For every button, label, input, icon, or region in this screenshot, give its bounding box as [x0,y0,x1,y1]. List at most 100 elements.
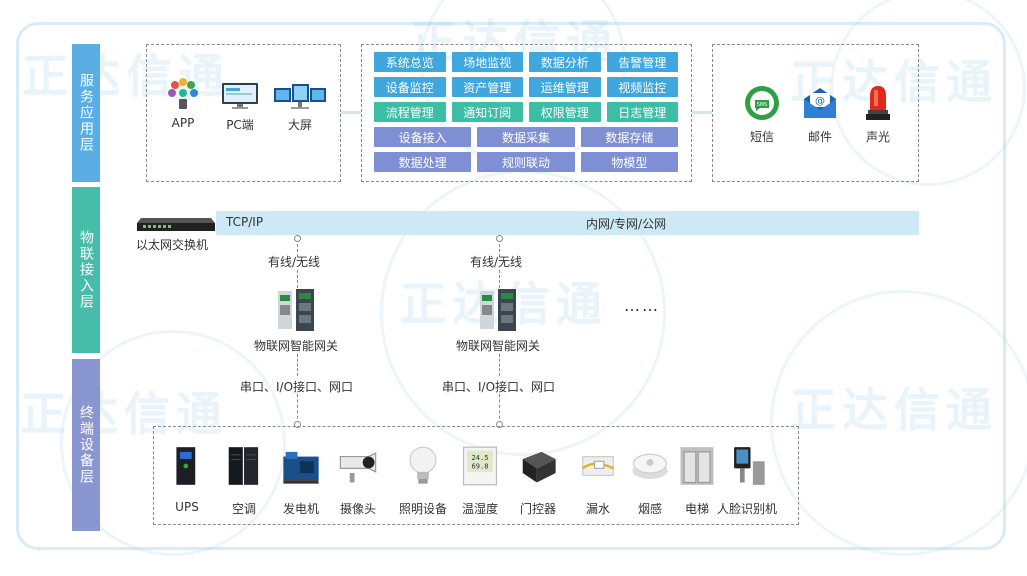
device-label: UPS [175,500,199,514]
link-label: 有线/无线 [470,255,523,269]
layer-label-service: 服务应用层 [72,44,100,182]
device-label: 发电机 [282,502,319,516]
function-item: 设备监控 [374,77,446,97]
link-line [499,270,500,288]
link-node [496,421,503,428]
devices-box [153,426,799,525]
switch-icon [137,218,215,231]
function-item: 规则联动 [477,152,575,172]
more-ellipsis: …… [624,296,660,315]
thermo-hygrometer-icon: 24.569.8 [462,446,498,486]
ups-icon [176,447,196,485]
device-label: 电梯 [684,502,709,516]
function-item: 告警管理 [606,52,678,72]
client-label: APP [171,116,195,130]
elevator-icon [680,447,714,485]
function-item: 系统总览 [374,52,446,72]
generator-icon [283,451,319,484]
link-node [496,235,503,242]
alert-label: 邮件 [807,130,832,144]
functions-box [361,44,692,182]
function-item: 数据分析 [529,52,601,72]
function-item: 数据处理 [374,152,472,172]
connector [692,111,712,114]
device-item: 漏水 [568,444,628,517]
device-label: 空调 [231,502,256,516]
svg-text:@: @ [815,96,825,107]
alert-mail: @ 邮件 [798,84,842,145]
client-app: APP [163,78,203,130]
camera-icon [339,452,377,483]
function-item: 物模型 [580,152,678,172]
ethernet-switch [137,214,215,232]
device-label: 烟感 [637,502,662,516]
link-line [297,270,298,288]
gateway-icon [278,289,314,331]
sms-icon: SMS [745,86,779,120]
function-item: 权限管理 [529,102,601,122]
function-item: 资产管理 [451,77,523,97]
alarm-light-icon [866,86,890,120]
link-label: 有线/无线 [268,255,321,269]
function-item: 场地监视 [451,52,523,72]
alert-sound-light: 声光 [856,84,900,145]
link-line [297,354,298,376]
svg-text:69.8: 69.8 [472,461,489,470]
ports-label: 串口、I/O接口、网口 [442,380,556,394]
client-label: 大屏 [287,118,312,132]
gateway-label: 物联网智能网关 [254,339,339,353]
device-label: 照明设备 [398,502,447,516]
client-big-screen: 大屏 [272,82,328,133]
link-node [294,235,301,242]
function-item: 通知订阅 [451,102,523,122]
protocol-label: TCP/IP [226,215,264,229]
link-line [499,354,500,376]
pc-icon [222,83,258,109]
function-item: 日志管理 [606,102,678,122]
device-item: 人脸识别机 [717,444,777,517]
alert-sms: SMS 短信 [740,84,784,145]
big-screen-icon [274,84,326,109]
link-line [297,239,298,257]
alert-label: 短信 [749,130,774,144]
client-label: PC端 [226,118,254,132]
device-label: 漏水 [585,502,610,516]
client-pc: PC端 [218,82,262,133]
function-item: 视频监控 [606,77,678,97]
alerts-box [712,44,919,182]
device-item: 电梯 [667,444,727,517]
water-leak-icon [581,456,614,476]
device-item: 发电机 [271,444,331,517]
link-line [499,394,500,424]
function-item: 数据存储 [580,127,678,147]
smoke-detector-icon [632,453,668,479]
gateway-device [478,287,522,333]
door-controller-icon [522,451,556,483]
device-item: 空调 [214,444,274,517]
app-icon [168,78,198,109]
device-item: UPS [157,444,217,514]
layer-label-terminal: 终端设备层 [72,359,100,531]
device-item: 烟感 [620,444,680,517]
svg-text:24.5: 24.5 [472,453,489,462]
networks-label: 内网/专网/公网 [586,217,667,231]
air-conditioner-icon [228,447,259,485]
function-item: 流程管理 [374,102,446,122]
clients-box [146,44,341,182]
link-line [499,239,500,257]
link-line [297,394,298,424]
link-node [294,421,301,428]
gateway-icon [480,289,516,331]
device-item: 门控器 [508,444,568,517]
bulb-icon [409,446,437,484]
function-item: 运维管理 [529,77,601,97]
connector [341,111,361,114]
device-item: 摄像头 [328,444,388,517]
mail-icon: @ [804,88,836,118]
face-recognition-icon [734,447,765,485]
ports-label: 串口、I/O接口、网口 [240,380,354,394]
switch-label: 以太网交换机 [136,238,209,252]
device-item: 照明设备 [393,444,453,517]
layer-label-access: 物联接入层 [72,187,100,353]
